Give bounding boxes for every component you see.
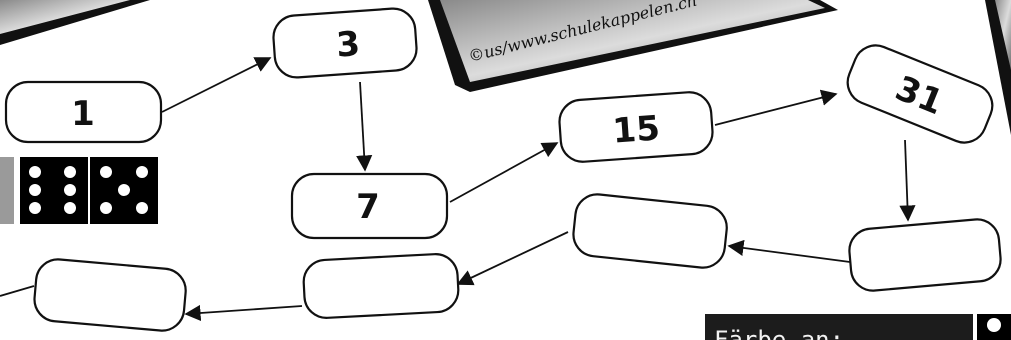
arrow-31-to-box6 <box>899 139 916 222</box>
box-6[interactable] <box>848 218 1003 293</box>
small-die-pip <box>987 318 1001 332</box>
arrow-3-to-7 <box>356 81 373 172</box>
left-gray-strip <box>0 157 14 224</box>
box-2: 3 <box>272 7 418 79</box>
dice-group <box>20 157 158 224</box>
arrows <box>0 57 916 322</box>
box-1-value: 1 <box>71 94 95 134</box>
box-5: 31 <box>846 44 994 144</box>
arrow-box8-to-box9 <box>184 304 303 322</box>
box-4-value: 15 <box>611 108 661 151</box>
box-3-value: 7 <box>356 187 380 227</box>
die-five <box>90 157 158 224</box>
arrow-15-to-31 <box>714 89 838 126</box>
photo-corner-top-right <box>985 0 1011 135</box>
box-9[interactable] <box>33 258 188 333</box>
arrow-box9-to-offscreen <box>0 285 35 297</box>
arrow-box6-to-box7 <box>727 239 851 263</box>
arrow-7-to-15 <box>449 142 559 203</box>
photo-corner-top-left <box>0 0 150 45</box>
die-six <box>20 157 88 224</box>
arrow-1-to-3 <box>161 57 272 113</box>
color-instruction-label: Färbe an: <box>705 314 1011 340</box>
sequence-boxes: 1 3 7 15 31 <box>4 7 1003 333</box>
box-3: 7 <box>290 172 449 240</box>
arrow-box7-to-box8 <box>456 231 569 286</box>
box-1: 1 <box>4 80 163 144</box>
box-8[interactable] <box>302 253 460 319</box>
photo-strip-top-center: ©us/www.schulekappelen.ch <box>428 0 838 92</box>
box-2-value: 3 <box>335 24 361 66</box>
box-4: 15 <box>558 91 714 163</box>
color-instruction-text: Färbe an: <box>714 326 844 340</box>
box-7[interactable] <box>571 192 729 270</box>
